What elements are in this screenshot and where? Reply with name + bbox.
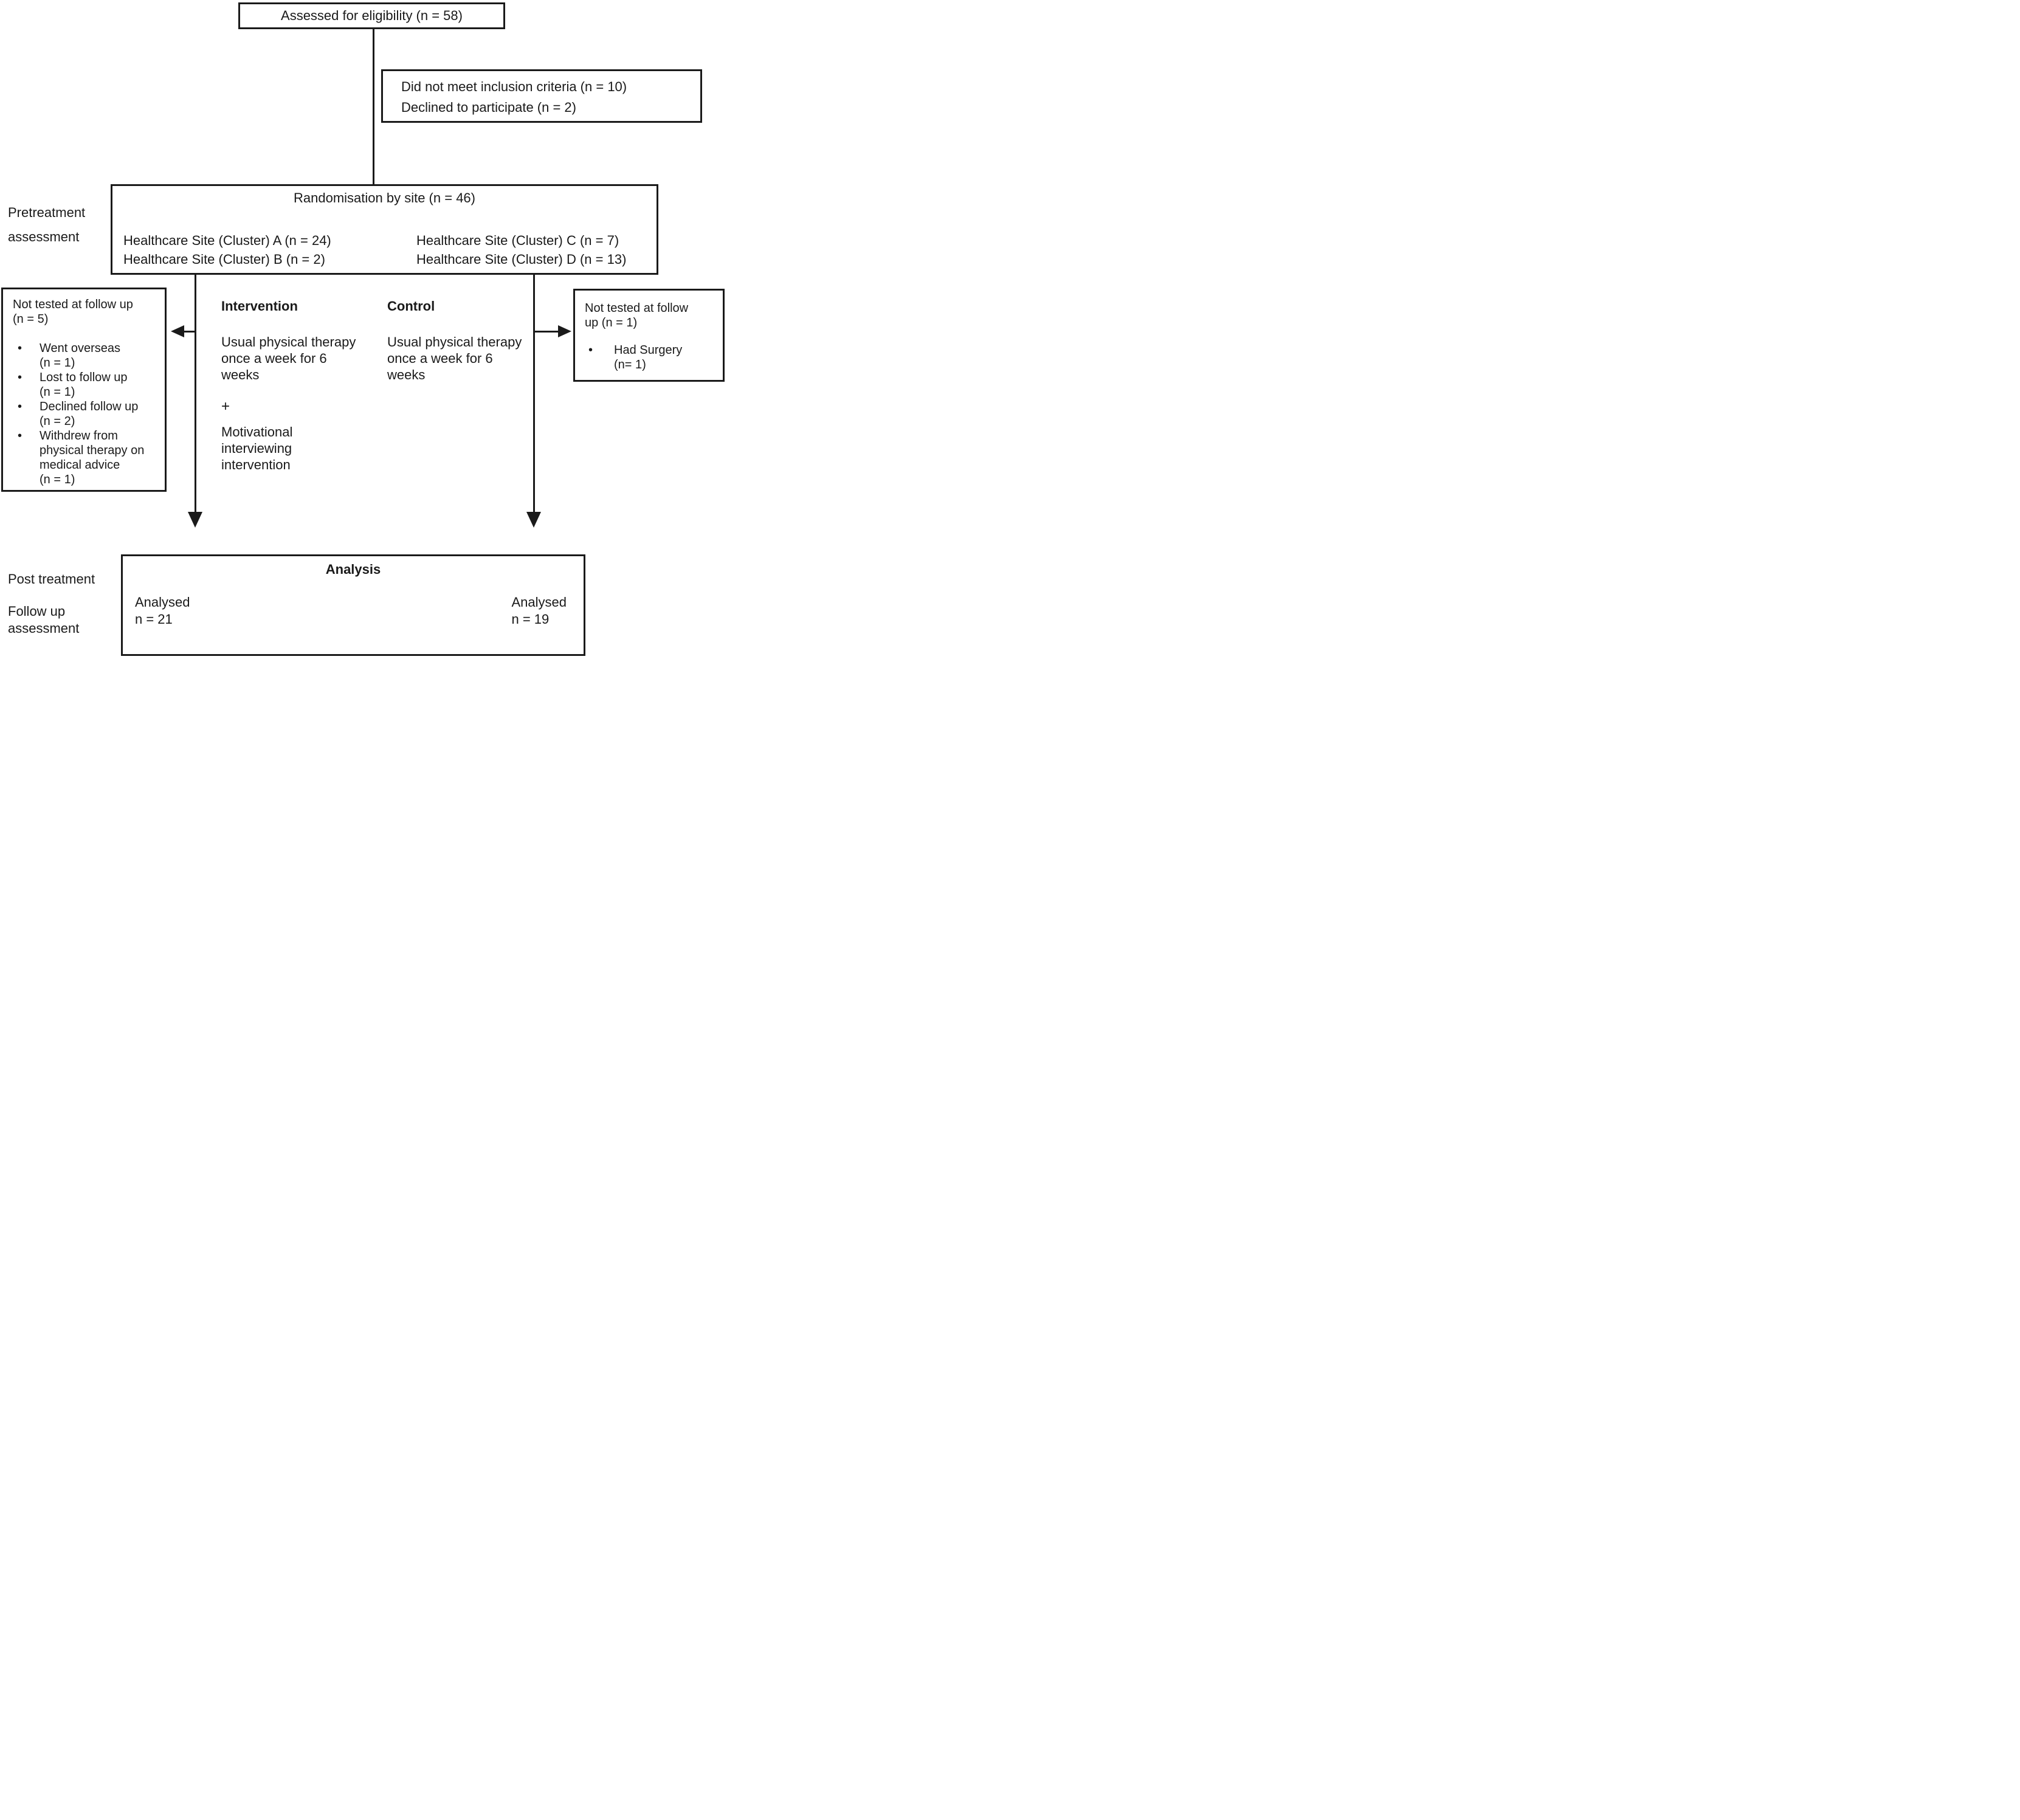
list-item-text: Went overseas (n = 1) [40, 342, 121, 370]
randomisation-sites-right: Healthcare Site (Cluster) C (n = 7) Heal… [416, 233, 627, 267]
excluded-line-1: Did not meet inclusion criteria (n = 10) [401, 79, 627, 94]
not-tested-left-box: Not tested at follow up (n = 5) • Went o… [1, 288, 167, 492]
control-body: Usual physical therapy once a week for 6… [387, 334, 522, 382]
phase-label-post-treatment: Post treatment [8, 571, 95, 587]
assessed-eligibility-text: Assessed for eligibility (n = 58) [281, 8, 463, 23]
list-item-text: Withdrew from physical therapy on medica… [40, 429, 145, 486]
intervention-body: Usual physical therapy once a week for 6… [221, 334, 356, 382]
bullet-icon: • [18, 342, 22, 355]
connector-eligibility-to-randomisation [373, 29, 374, 184]
arrow-down-control-icon [526, 512, 541, 528]
analysed-intervention-count: Analysed n = 21 [135, 595, 190, 627]
list-item: • Declined follow up (n = 2) [3, 399, 162, 429]
list-item: • Went overseas (n = 1) [3, 341, 162, 370]
analysis-title: Analysis [325, 562, 381, 577]
arrow-left-icon [171, 325, 184, 337]
arrow-right-icon [558, 325, 571, 337]
consort-flow-diagram: Assessed for eligibility (n = 58) Did no… [0, 0, 729, 657]
arrow-down-intervention-icon [188, 512, 202, 528]
connector-intervention-branch [195, 275, 196, 513]
list-item-text: Had Surgery (n= 1) [614, 343, 683, 371]
list-item: • Had Surgery (n= 1) [575, 343, 720, 372]
list-item: • Withdrew from physical therapy on medi… [3, 429, 162, 487]
assessed-eligibility-box: Assessed for eligibility (n = 58) [238, 2, 505, 29]
plus-sign: + [221, 398, 230, 415]
bullet-icon: • [18, 371, 22, 384]
intervention-extra: Motivational interviewing intervention [221, 424, 293, 472]
connector-to-right-sidebox [535, 331, 558, 333]
list-item-text: Declined follow up (n = 2) [40, 400, 139, 428]
phase-label-pretreatment: Pretreatment assessment [8, 205, 86, 244]
not-tested-right-list: • Had Surgery (n= 1) [575, 343, 720, 372]
excluded-box: Did not meet inclusion criteria (n = 10)… [381, 69, 702, 123]
bullet-icon: • [588, 343, 593, 357]
connector-control-branch [533, 275, 535, 513]
excluded-line-2: Declined to participate (n = 2) [401, 100, 576, 115]
connector-to-left-sidebox [183, 331, 195, 333]
bullet-icon: • [18, 429, 22, 443]
randomisation-title: Randomisation by site (n = 46) [294, 190, 475, 205]
bullet-icon: • [18, 400, 22, 413]
list-item: • Lost to follow up (n = 1) [3, 370, 162, 399]
randomisation-box: Randomisation by site (n = 46) Healthcar… [111, 184, 658, 275]
not-tested-left-title: Not tested at follow up (n = 5) [13, 298, 133, 326]
not-tested-right-box: Not tested at follow up (n = 1) • Had Su… [573, 289, 725, 382]
not-tested-left-list: • Went overseas (n = 1) • Lost to follow… [3, 341, 162, 487]
intervention-header: Intervention [221, 298, 298, 314]
analysis-box: Analysis Analysed n = 21 Analysed n = 19 [121, 554, 585, 656]
randomisation-sites-left: Healthcare Site (Cluster) A (n = 24) Hea… [123, 233, 331, 267]
control-header: Control [387, 298, 435, 314]
not-tested-right-title: Not tested at follow up (n = 1) [585, 302, 689, 329]
phase-label-follow-up: Follow up assessment [8, 604, 80, 636]
analysed-control-count: Analysed n = 19 [511, 595, 567, 627]
list-item-text: Lost to follow up (n = 1) [40, 371, 128, 399]
